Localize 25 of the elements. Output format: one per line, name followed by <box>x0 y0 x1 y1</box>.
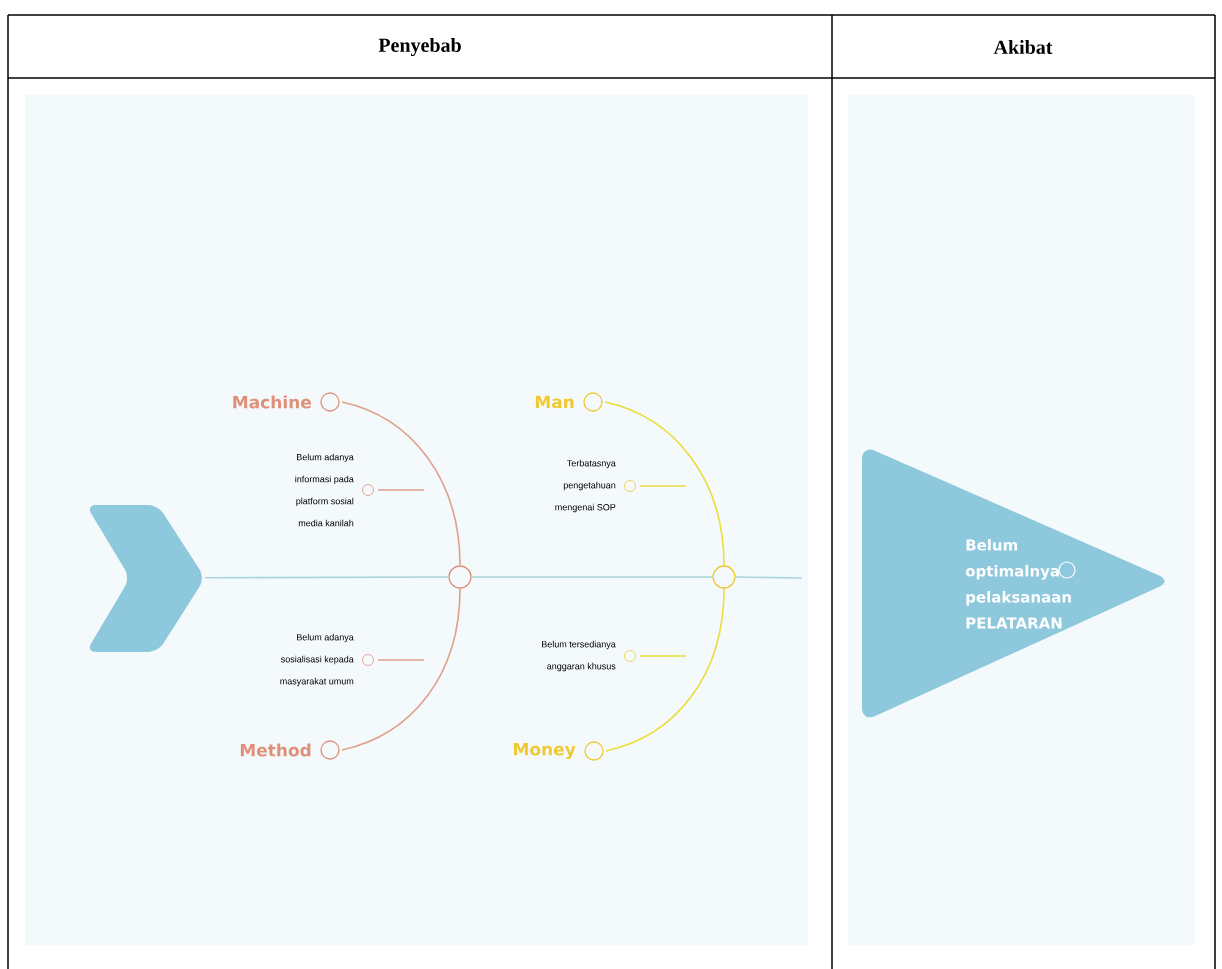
line <box>377 659 425 661</box>
line <box>639 655 687 657</box>
category-label: Method <box>240 740 340 760</box>
category-label: Man <box>535 392 603 412</box>
junction-circle <box>712 565 736 589</box>
effect-triangle: Belum optimalnya pelaksanaan PELATARAN <box>862 449 1165 718</box>
chevron-shape <box>89 505 202 652</box>
branch-line <box>470 576 714 578</box>
branch-line <box>204 576 450 579</box>
line <box>734 576 803 579</box>
branch-line <box>341 401 461 567</box>
header-cell: Akibat <box>993 39 1053 55</box>
category-label: Money <box>514 741 604 761</box>
cause-text: Belum adanya informasi pada platform sosial media kanilah <box>295 453 374 527</box>
cause-text: Belum tersedianya anggaran khusus <box>542 640 636 672</box>
line <box>639 485 687 487</box>
branch-line <box>604 401 725 567</box>
cause-text: Belum adanya sosialisasi kepada masyarakat umum <box>280 633 374 687</box>
cause-text: Terbatasnya pengetahuan mengenai SOP <box>555 459 636 513</box>
branch-line <box>341 587 461 751</box>
category-label: Machine <box>233 392 340 412</box>
junction-circle <box>448 565 472 589</box>
branch-line <box>605 587 725 752</box>
header-cell: Penyebab <box>378 37 461 57</box>
line <box>377 489 425 491</box>
